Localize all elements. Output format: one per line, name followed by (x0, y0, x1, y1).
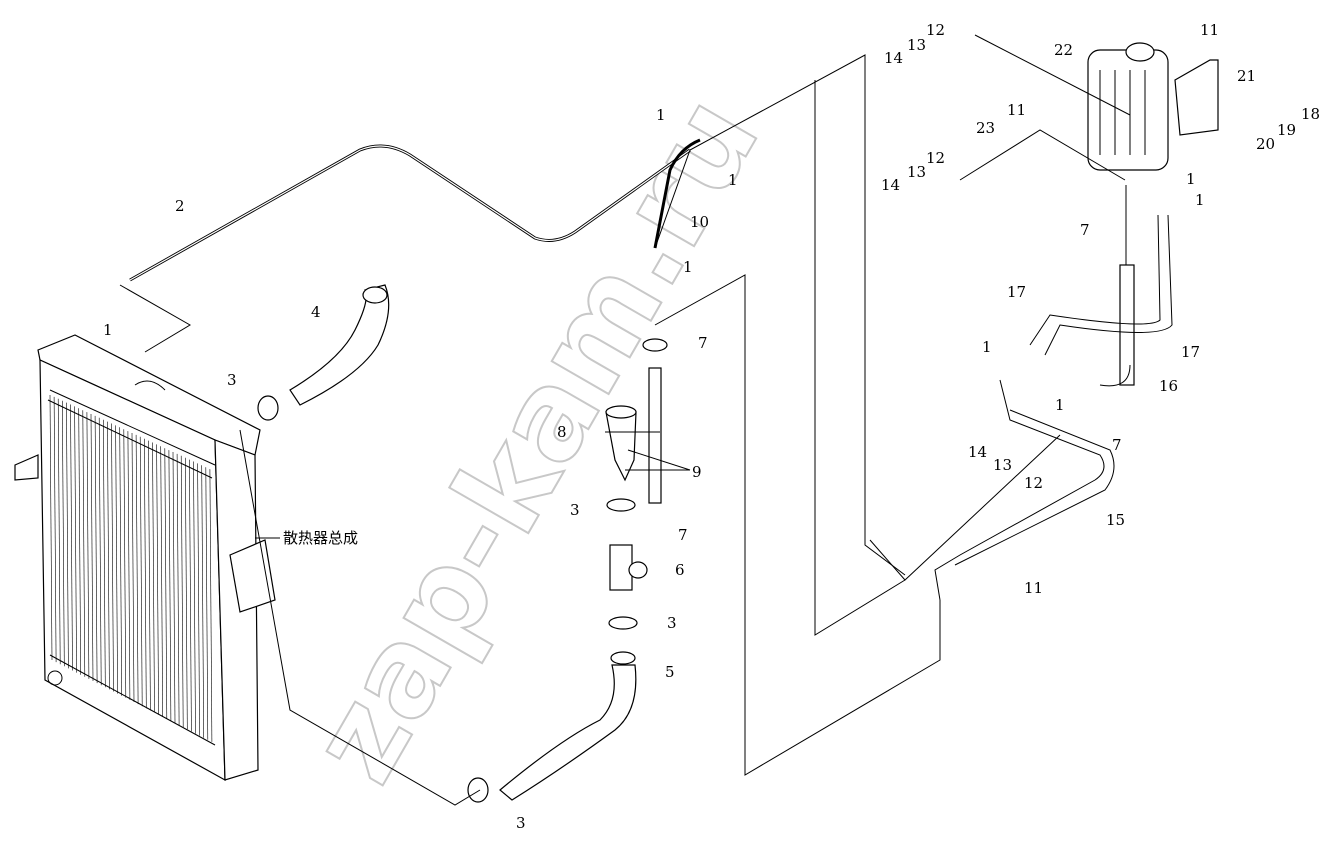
callout-1: 1 (683, 258, 693, 276)
callout-1: 1 (1055, 396, 1065, 414)
radiator-fin (107, 421, 110, 690)
radiator-fin (180, 455, 184, 728)
callout-1: 1 (728, 171, 738, 189)
callout-7: 7 (678, 526, 688, 544)
radiator-fin (168, 450, 172, 721)
radiator-fin (86, 412, 90, 679)
radiator-fin (131, 432, 135, 703)
radiator-fin (164, 448, 168, 719)
callout-17: 17 (1181, 343, 1200, 361)
callout-1: 1 (982, 338, 992, 356)
radiator-fin (119, 427, 122, 696)
radiator-fin (160, 446, 163, 717)
leader-lines (119, 34, 1131, 806)
radiator-fin (90, 413, 94, 682)
radiator-fin (152, 442, 155, 713)
callout-11: 11 (1200, 21, 1219, 39)
callout-7: 7 (1112, 436, 1122, 454)
radiator-fin (111, 423, 114, 692)
radiator-fin (197, 463, 200, 736)
radiator-fin (49, 394, 53, 661)
radiator-fin (139, 436, 143, 707)
callout-3: 3 (570, 501, 580, 519)
watermark: zap-kam.ru (285, 75, 787, 805)
radiator-fin (127, 431, 131, 700)
radiator-fin (172, 451, 176, 724)
callout-12: 12 (926, 149, 945, 167)
radiator-assembly (14, 334, 276, 782)
callout-21: 21 (1237, 67, 1256, 85)
callout-19: 19 (1277, 121, 1296, 139)
pipes (129, 42, 1219, 803)
callout-3: 3 (516, 814, 526, 832)
callout-1: 1 (103, 321, 113, 339)
callout-23: 23 (976, 119, 995, 137)
callout-18: 18 (1301, 105, 1320, 123)
callout-20: 20 (1256, 135, 1275, 153)
radiator-fin (185, 457, 188, 730)
radiator-fin (57, 398, 61, 665)
radiator-fin (98, 417, 102, 686)
callout-7: 7 (698, 334, 708, 352)
callout-14: 14 (881, 176, 900, 194)
radiator-fin (78, 408, 81, 675)
callout-4: 4 (311, 303, 321, 321)
radiator-fin (94, 415, 98, 684)
callout-labels: 1 1 1 1 1 1 1 1 2 3 3 3 3 4 5 6 7 7 7 7 … (103, 21, 1320, 832)
callout-12: 12 (926, 21, 945, 39)
callout-15: 15 (1106, 511, 1125, 529)
callout-9: 9 (692, 463, 702, 481)
radiator-assembly-label: 散热器总成 (283, 529, 358, 547)
radiator-fin (66, 402, 69, 669)
radiator-fin (123, 429, 127, 698)
callout-2: 2 (175, 197, 185, 215)
radiator-fin (193, 461, 196, 734)
callout-14: 14 (968, 443, 987, 461)
callout-13: 13 (907, 163, 926, 181)
callout-10: 10 (690, 213, 709, 231)
callout-3: 3 (227, 371, 237, 389)
callout-7: 7 (1080, 221, 1090, 239)
callout-11: 11 (1024, 579, 1043, 597)
radiator-fin (201, 465, 204, 738)
radiator-fin (189, 459, 192, 732)
callout-16: 16 (1159, 377, 1178, 395)
radiator-fin (156, 444, 159, 715)
radiator-fin (62, 400, 65, 667)
radiator-fin (209, 469, 213, 742)
radiator-fin (205, 467, 209, 740)
radiator-fin (176, 453, 180, 726)
callout-22: 22 (1054, 41, 1073, 59)
radiator-fin (135, 434, 139, 705)
callout-11: 11 (1007, 101, 1026, 119)
radiator-fin (70, 404, 73, 671)
radiator-fin (144, 438, 147, 709)
callout-8: 8 (557, 423, 567, 441)
callout-1: 1 (656, 106, 666, 124)
callout-5: 5 (665, 663, 675, 681)
callout-13: 13 (907, 36, 926, 54)
callout-6: 6 (675, 561, 685, 579)
radiator-fin (82, 410, 86, 677)
radiator-fin (148, 440, 151, 711)
radiator-fin (103, 419, 106, 688)
radiator-fin (115, 425, 118, 694)
callout-1: 1 (1195, 191, 1205, 209)
radiator-fin (53, 396, 57, 663)
radiator-fin (74, 406, 77, 673)
callout-12: 12 (1024, 474, 1043, 492)
callout-14: 14 (884, 49, 903, 67)
callout-17: 17 (1007, 283, 1026, 301)
callout-13: 13 (993, 456, 1012, 474)
callout-1: 1 (1186, 170, 1196, 188)
callout-3: 3 (667, 614, 677, 632)
